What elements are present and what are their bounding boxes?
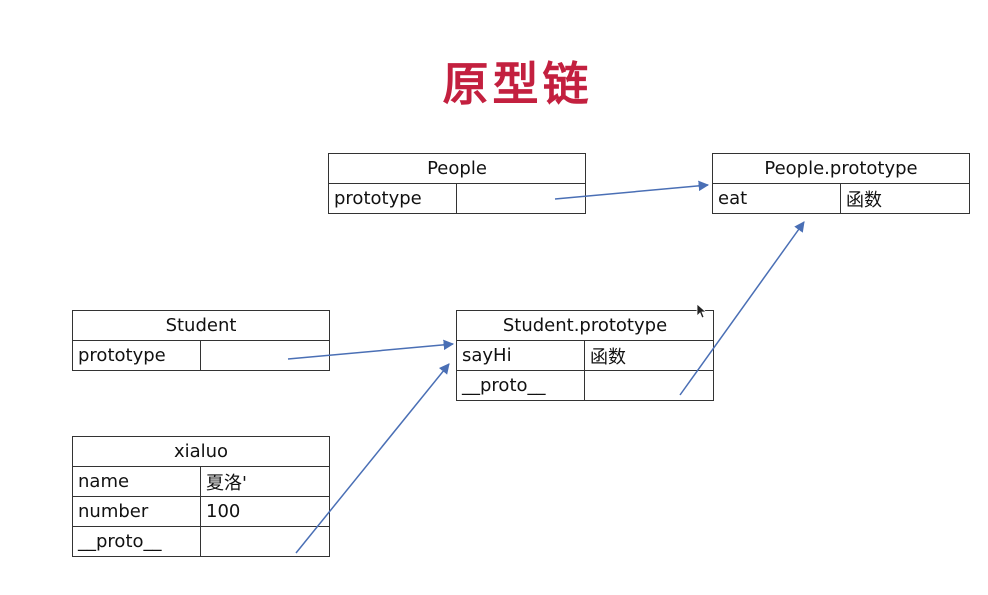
student-prototype-header: Student.prototype [456,310,714,341]
student-table: Student prototype [71,310,331,371]
table-row: name 夏洛' [72,466,331,497]
table-row: prototype [72,340,331,371]
xialuo-proto-value [199,526,331,557]
xialuo-header: xialuo [71,436,331,467]
xialuo-table: xialuo name 夏洛' number 100 __proto__ [71,436,331,557]
table-row: __proto__ [72,526,331,557]
student-prototype-sayhi-value: 函数 [584,340,714,371]
people-prototype-table: People.prototype eat 函数 [712,153,970,214]
student-prototype-proto-key: __proto__ [456,370,585,401]
people-prototype-eat-key: eat [712,183,841,214]
people-header: People [328,153,586,184]
xialuo-number-key: number [72,496,201,527]
mouse-cursor-icon [696,303,706,319]
student-header: Student [71,310,331,341]
xialuo-name-value: 夏洛' [199,466,331,497]
student-prototype-value [199,340,331,371]
student-prototype-table: Student.prototype sayHi 函数 __proto__ [456,310,714,401]
people-table: People prototype [328,153,586,214]
student-prototype-sayhi-key: sayHi [456,340,585,371]
student-prototype-key: prototype [72,340,201,371]
diagram-title: 原型链 [442,57,593,111]
xialuo-number-value: 100 [199,496,331,527]
people-prototype-header: People.prototype [712,153,970,184]
people-prototype-value [456,183,586,214]
table-row: __proto__ [456,370,714,401]
table-row: eat 函数 [712,183,970,214]
table-row: sayHi 函数 [456,340,714,371]
xialuo-name-key: name [72,466,201,497]
student-prototype-proto-value [584,370,714,401]
table-row: prototype [328,183,586,214]
table-row: number 100 [72,496,331,527]
xialuo-proto-key: __proto__ [72,526,201,557]
people-prototype-key: prototype [328,183,457,214]
people-prototype-eat-value: 函数 [840,183,970,214]
